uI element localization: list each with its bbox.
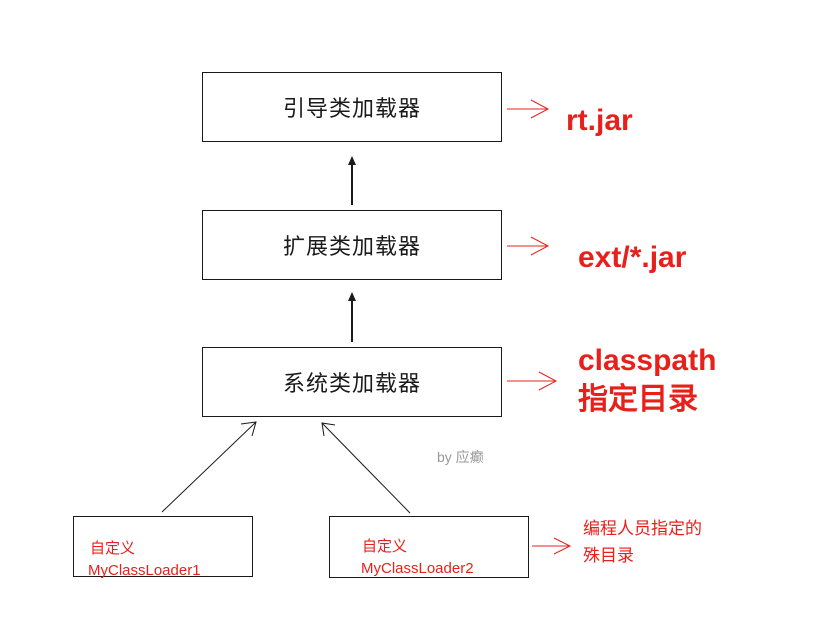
custom-loader-1-line2: MyClassLoader1 [88, 562, 201, 579]
custom-loader-box-1: 自定义 MyClassLoader1 [73, 516, 253, 579]
arrow-custom1-to-system [161, 421, 257, 513]
custom-target-line2: 殊目录 [583, 546, 634, 565]
system-target-line2: 指定目录 [578, 383, 698, 416]
custom-loader-2-line2: MyClassLoader2 [361, 560, 474, 577]
bootstrap-loader-box: 引导类加载器 [202, 72, 502, 142]
custom-loader-2-line1: 自定义 [362, 538, 408, 555]
red-arrow-bootstrap [507, 99, 550, 119]
system-loader-box: 系统类加载器 [202, 347, 502, 417]
custom-loader-1-line1: 自定义 [90, 540, 136, 557]
extension-loader-box: 扩展类加载器 [202, 210, 502, 280]
arrow-custom2-to-system [321, 422, 411, 514]
bootstrap-loader-label: 引导类加载器 [282, 97, 421, 122]
extension-loader-label: 扩展类加载器 [282, 235, 421, 260]
red-arrow-system [507, 371, 558, 391]
extension-target: ext/*.jar [578, 241, 687, 274]
watermark-text: by 应癫 [437, 449, 484, 465]
red-arrow-extension [507, 236, 550, 256]
custom-target-line1: 编程人员指定的 [583, 519, 702, 538]
system-target-line1: classpath [578, 344, 717, 377]
red-arrow-custom [532, 537, 572, 555]
system-loader-label: 系统类加载器 [282, 372, 421, 397]
bootstrap-target: rt.jar [566, 104, 633, 137]
custom-loader-box-2: 自定义 MyClassLoader2 [329, 516, 529, 578]
